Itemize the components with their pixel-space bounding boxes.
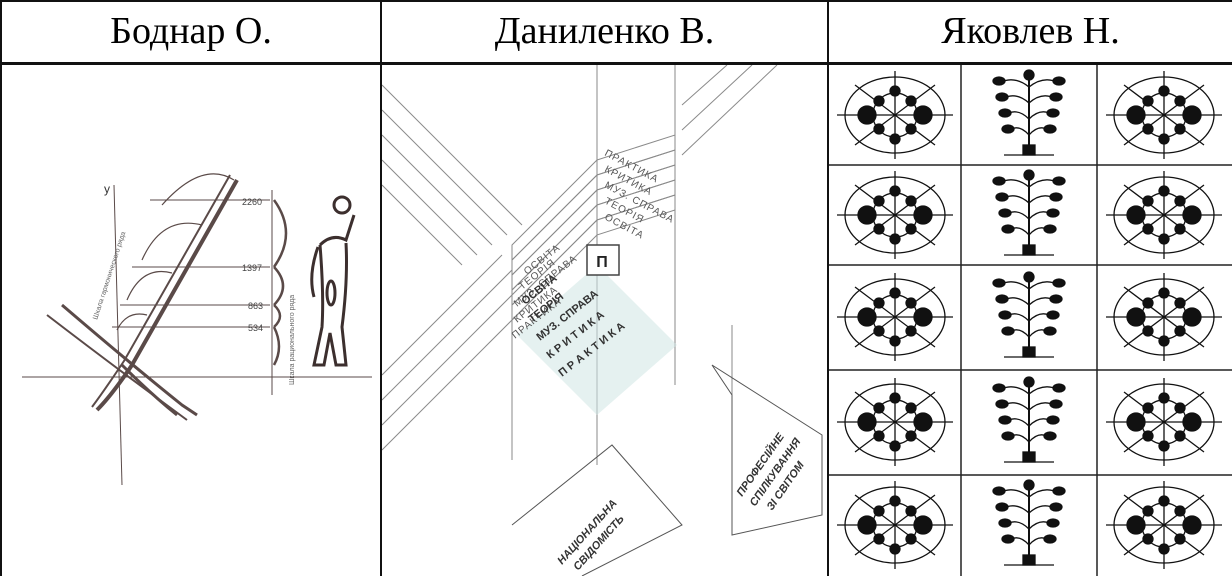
yakovlev-figure (829, 65, 1232, 576)
yakovlev-ornament-grid (829, 65, 1232, 576)
ornament-tree (993, 377, 1065, 462)
ornament-wheel (837, 71, 953, 159)
measure-534: 534 (248, 323, 263, 333)
bodnar-figure: y 2260 1397 863 534 Шкала гармонического… (2, 65, 380, 576)
ornament-tree (993, 170, 1065, 255)
measure-2260: 2260 (242, 197, 262, 207)
ornament-wheel (837, 481, 953, 569)
ornament-wheel (837, 378, 953, 466)
ornament-wheel (1106, 273, 1222, 361)
ornament-wheel (1106, 71, 1222, 159)
measure-1397: 1397 (242, 263, 262, 273)
ornament-wheel (837, 273, 953, 361)
right-scale-caption: Шкала рационального ряда (289, 295, 296, 385)
ornament-tree (993, 480, 1065, 565)
header-bodnar: Боднар О. (2, 0, 380, 62)
danylenko-figure: П ОСВІТА ТЕОРІЯ МУЗ. СПРАВА КРИТИКА ПРАК… (382, 65, 827, 576)
danylenko-isometric-scheme: П ОСВІТА ТЕОРІЯ МУЗ. СПРАВА КРИТИКА ПРАК… (382, 65, 827, 576)
left-scale-caption: Шкала гармонического ряда (92, 231, 127, 321)
ornament-wheel (1106, 378, 1222, 466)
ornament-tree (993, 70, 1065, 155)
bodnar-golden-section-drawing: y 2260 1397 863 534 Шкала гармонического… (2, 65, 380, 576)
ornament-wheel (1106, 171, 1222, 259)
header-yakovlev: Яковлев Н. (829, 0, 1232, 62)
axis-label-y: y (104, 182, 110, 196)
y-axis (114, 185, 122, 485)
measure-863: 863 (248, 301, 263, 311)
ornament-wheel (1106, 481, 1222, 569)
ornament-wheel (837, 171, 953, 259)
cube-letter-top: П (596, 254, 608, 271)
header-danylenko: Даниленко В. (382, 0, 827, 62)
modulor-figure (312, 197, 354, 365)
ornament-tree (993, 272, 1065, 357)
